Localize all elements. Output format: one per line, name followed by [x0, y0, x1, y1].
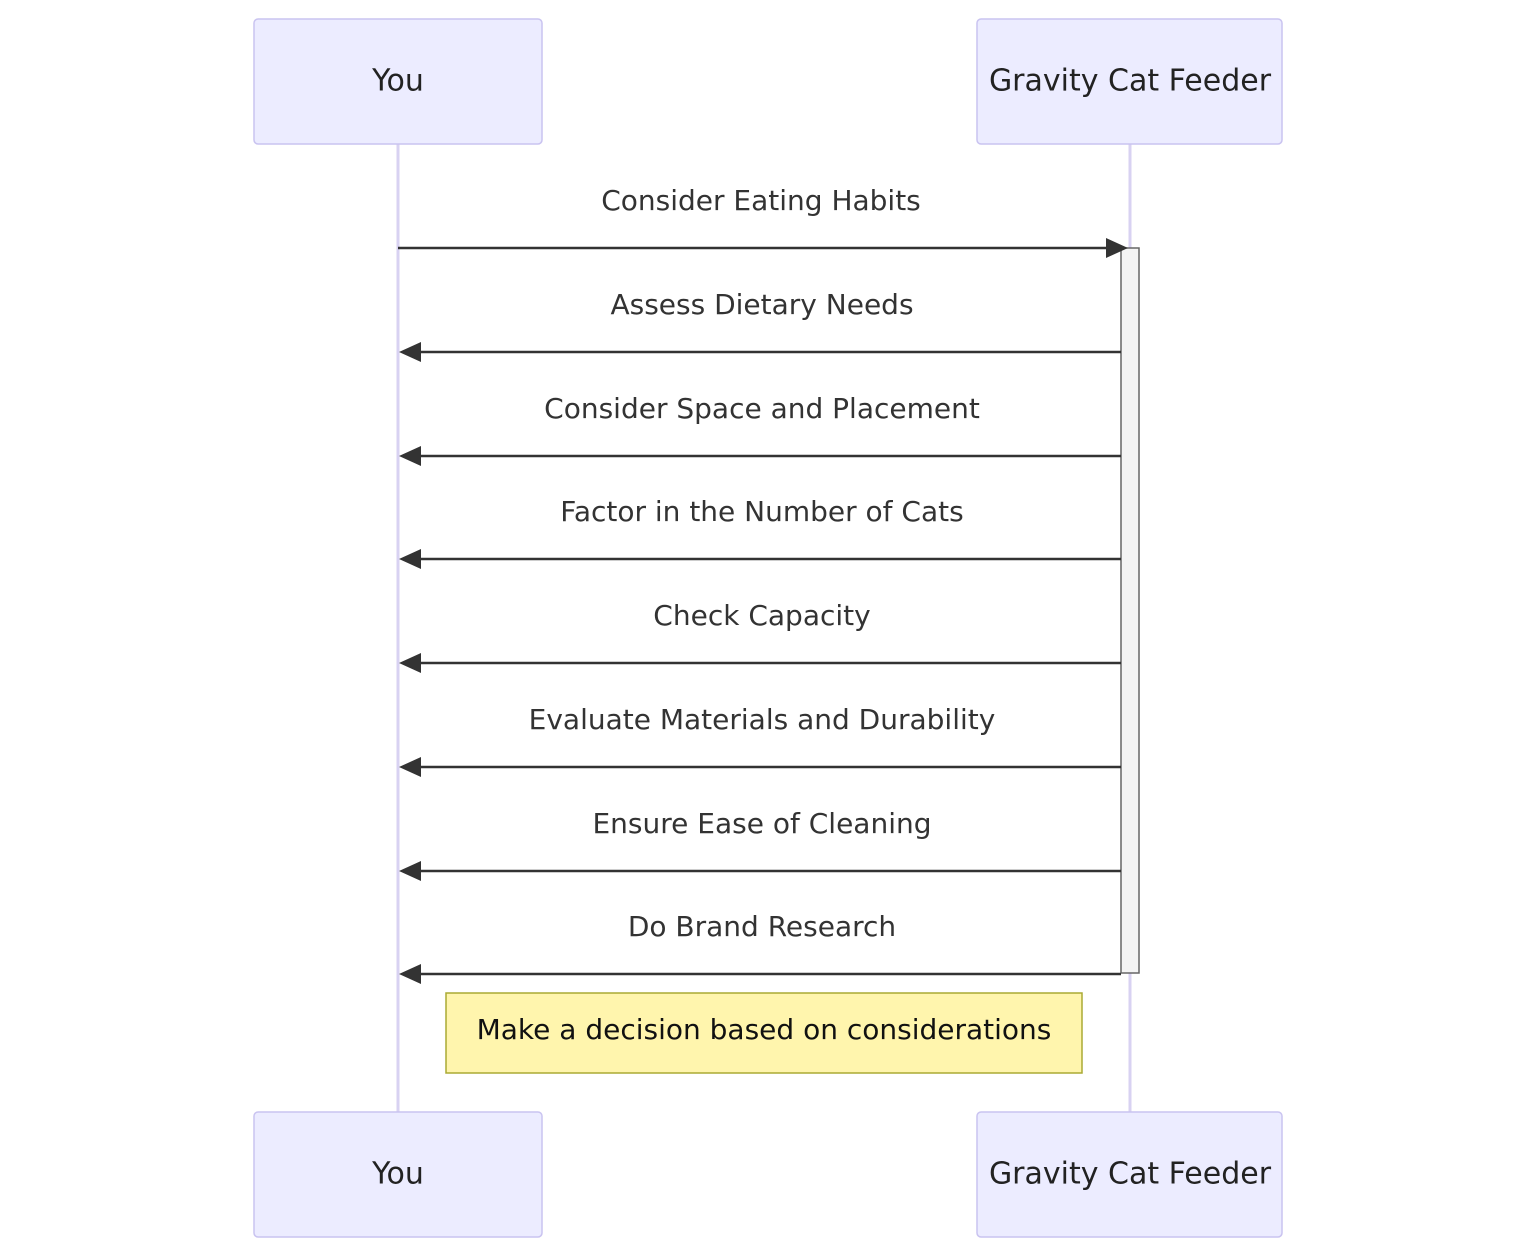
message-label: Evaluate Materials and Durability: [529, 703, 996, 736]
actor-top-gravity-cat-feeder: Gravity Cat Feeder: [976, 18, 1283, 145]
message-do-brand-research: Do Brand Research: [399, 910, 1121, 984]
message-evaluate-materials-and-durability: Evaluate Materials and Durability: [399, 703, 1121, 777]
actor-top-you-label: You: [371, 64, 424, 99]
arrow-right-icon: [1106, 238, 1128, 258]
arrow-left-icon: [399, 549, 421, 569]
message-label: Do Brand Research: [628, 910, 896, 943]
message-factor-in-number-of-cats: Factor in the Number of Cats: [399, 495, 1121, 569]
message-label: Ensure Ease of Cleaning: [592, 807, 931, 840]
arrow-left-icon: [399, 861, 421, 881]
message-label: Consider Eating Habits: [601, 184, 921, 217]
message-label: Consider Space and Placement: [544, 392, 980, 425]
message-check-capacity: Check Capacity: [399, 599, 1121, 673]
arrow-left-icon: [399, 964, 421, 984]
message-label: Check Capacity: [653, 599, 870, 632]
message-ensure-ease-of-cleaning: Ensure Ease of Cleaning: [399, 807, 1121, 881]
actor-bottom-feeder-label: Gravity Cat Feeder: [989, 1157, 1272, 1192]
arrow-left-icon: [399, 446, 421, 466]
message-consider-space-and-placement: Consider Space and Placement: [399, 392, 1121, 466]
arrow-left-icon: [399, 653, 421, 673]
message-label: Assess Dietary Needs: [610, 288, 913, 321]
note-decision: Make a decision based on considerations: [445, 992, 1083, 1074]
actor-bottom-gravity-cat-feeder: Gravity Cat Feeder: [976, 1111, 1283, 1238]
message-label: Factor in the Number of Cats: [560, 495, 963, 528]
actor-top-feeder-label: Gravity Cat Feeder: [989, 64, 1272, 99]
message-assess-dietary-needs: Assess Dietary Needs: [399, 288, 1121, 362]
actor-bottom-you: You: [253, 1111, 543, 1238]
arrow-left-icon: [399, 342, 421, 362]
actor-top-you: You: [253, 18, 543, 145]
arrow-left-icon: [399, 757, 421, 777]
message-consider-eating-habits: Consider Eating Habits: [398, 184, 1128, 258]
note-label: Make a decision based on considerations: [477, 1013, 1052, 1046]
actor-bottom-you-label: You: [371, 1157, 424, 1192]
activation-bar-feeder: [1120, 247, 1140, 974]
